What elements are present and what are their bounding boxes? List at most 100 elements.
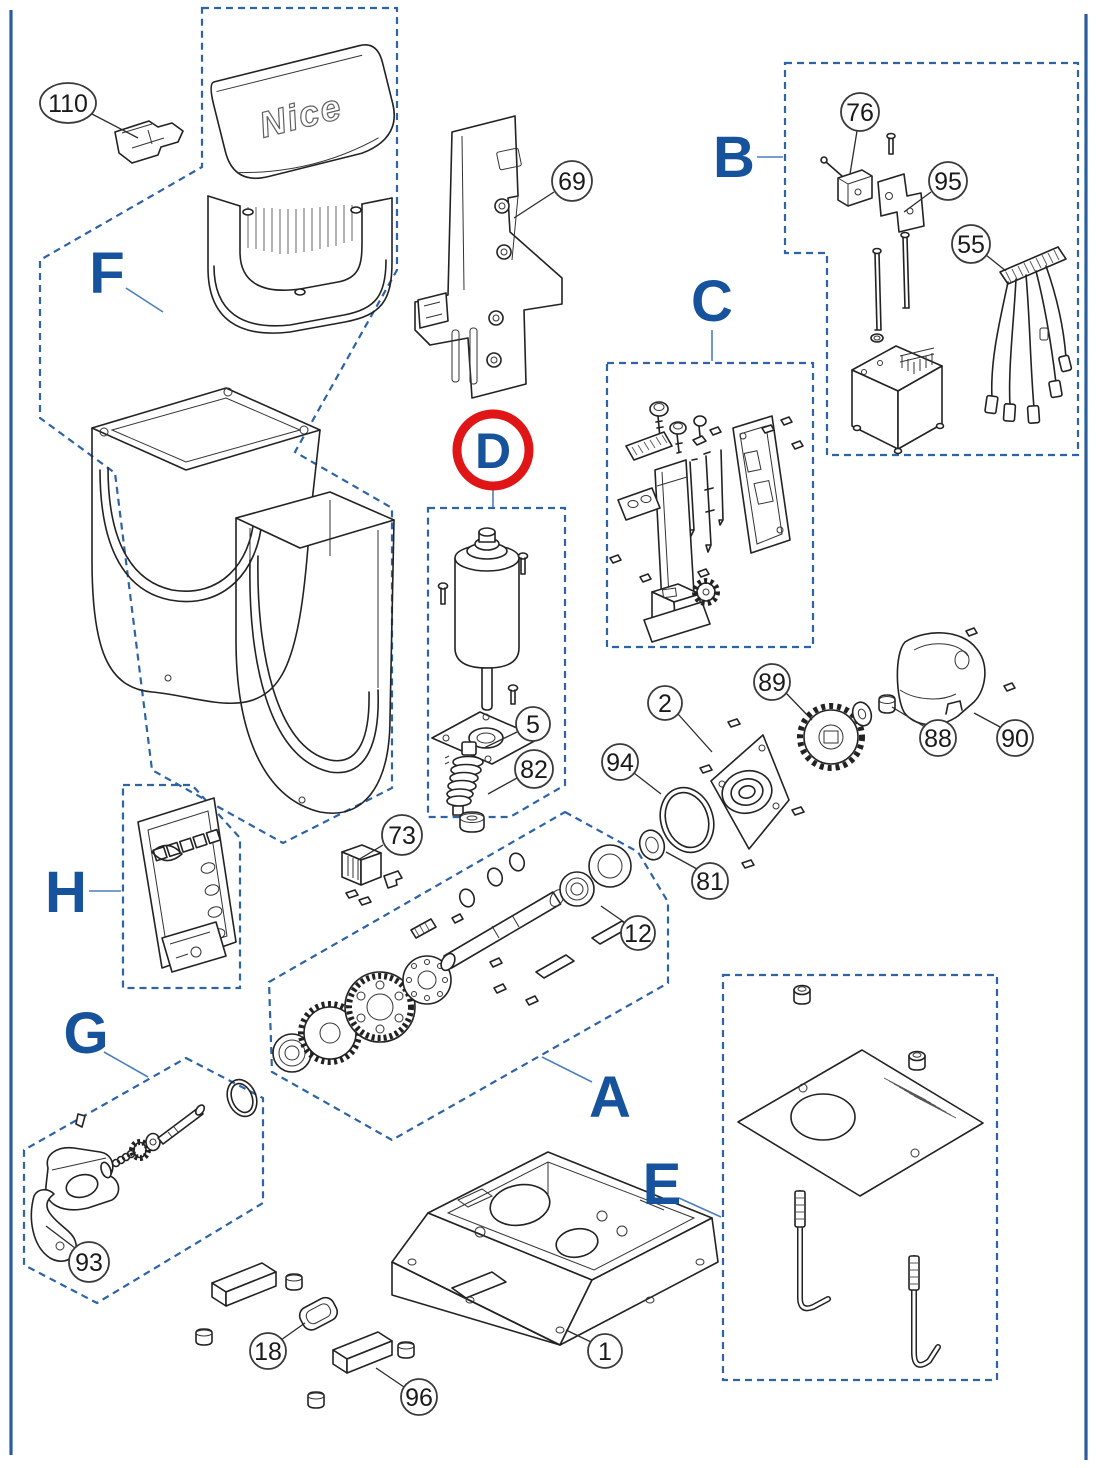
part-cap-nuts	[793, 984, 926, 1071]
group-box-D	[426, 506, 567, 819]
part-anchor-bolts	[794, 1190, 941, 1368]
callout-18: 18	[249, 1322, 306, 1370]
svg-text:90: 90	[1001, 725, 1029, 753]
part-95-bracket	[877, 173, 925, 233]
group-label-E: E	[643, 1152, 722, 1218]
part-5-worm-screw	[444, 741, 484, 816]
group-box-B	[783, 61, 1080, 457]
callout-96: 96	[375, 1367, 438, 1416]
callout-88: 88	[891, 706, 957, 757]
callout-73: 73	[357, 814, 423, 861]
callout-69: 69	[513, 160, 593, 219]
part-foundation-plate	[737, 1049, 984, 1197]
part-1-base-housing	[391, 1151, 719, 1346]
part-18-grommet	[298, 1296, 339, 1331]
callout-82: 82	[487, 749, 554, 795]
svg-text:2: 2	[658, 690, 672, 718]
callout-55: 55	[951, 224, 1007, 272]
callout-5: 5	[483, 706, 551, 749]
part-u-shroud	[207, 195, 393, 334]
group-letter-G: G	[63, 1001, 108, 1066]
svg-text:82: 82	[520, 756, 548, 784]
part-gear-train	[272, 844, 632, 1073]
group-box-F	[38, 6, 399, 845]
group-letter-H: H	[45, 860, 87, 925]
callout-81: 81	[665, 851, 729, 900]
group-labels: F B C D A E G H	[45, 125, 783, 1218]
part-key-bar-upper	[211, 1262, 277, 1307]
group-label-C: C	[691, 269, 733, 361]
part-82-cap	[459, 811, 485, 833]
part-rubber-caps	[195, 1273, 415, 1409]
svg-text:110: 110	[48, 90, 88, 118]
callout-90: 90	[973, 712, 1034, 757]
callout-95: 95	[903, 161, 968, 213]
part-69-bracket	[414, 115, 563, 399]
red-highlight-ring	[452, 409, 534, 491]
group-boxes	[22, 6, 1080, 1382]
callout-12: 12	[600, 905, 656, 951]
group-label-G: G	[63, 1001, 149, 1078]
group-letter-B: B	[713, 125, 755, 190]
part-73-terminal-block	[341, 844, 403, 906]
part-110-clip	[114, 120, 184, 164]
callout-110: 110	[39, 82, 139, 139]
svg-text:12: 12	[624, 920, 652, 948]
svg-text:88: 88	[924, 725, 952, 753]
group-letter-F: F	[89, 241, 124, 306]
part-release-mechanism	[45, 1078, 258, 1211]
group-letter-A: A	[589, 1065, 631, 1130]
svg-text:96: 96	[405, 1384, 433, 1412]
group-label-F: F	[89, 241, 164, 313]
callout-2: 2	[647, 685, 713, 753]
group-box-G	[22, 1056, 265, 1305]
page-borders	[9, 10, 1088, 1460]
part-screw-small-b	[886, 132, 896, 155]
part-96-key-bar-lower	[332, 1331, 393, 1374]
part-lid-cover: Nice	[210, 44, 395, 180]
part-89-gear	[797, 703, 865, 771]
callout-89: 89	[753, 663, 813, 721]
spring-pin	[410, 918, 437, 939]
svg-text:5: 5	[526, 711, 540, 739]
part-93-release-lever	[30, 1188, 77, 1262]
part-81-seal-ring	[638, 829, 666, 861]
svg-text:81: 81	[696, 868, 724, 896]
group-label-B: B	[713, 125, 783, 190]
svg-text:55: 55	[957, 231, 985, 259]
group-label-A: A	[541, 1056, 631, 1130]
part-55-wiring-harness	[984, 246, 1073, 424]
part-long-screws	[870, 231, 910, 343]
svg-text:95: 95	[934, 168, 962, 196]
part-94-oring	[659, 786, 715, 854]
callout-94: 94	[601, 743, 662, 795]
part-transformer	[851, 345, 945, 455]
part-88-washer-bolt	[851, 694, 896, 727]
group-label-H: H	[45, 860, 121, 925]
part-cover-shell-left	[91, 387, 321, 705]
part-motor	[437, 527, 529, 711]
group-letter-D: D	[475, 423, 511, 479]
svg-text:89: 89	[758, 669, 786, 697]
svg-text:69: 69	[558, 168, 586, 196]
group-c-small-parts	[609, 401, 804, 643]
svg-text:76: 76	[846, 99, 874, 127]
part-cover-shell-right	[235, 491, 395, 814]
callout-93: 93	[45, 1225, 110, 1283]
part-76-switch	[820, 156, 873, 207]
part-control-board	[137, 797, 237, 973]
svg-text:73: 73	[388, 822, 416, 850]
callout-76: 76	[840, 92, 880, 175]
group-box-C	[605, 361, 815, 649]
svg-text:18: 18	[254, 1338, 282, 1366]
group-label-D-highlighted: D	[452, 409, 534, 507]
callouts: 110 69 76 95 55 5 82	[39, 82, 1034, 1416]
callout-1: 1	[565, 1329, 623, 1369]
group-box-E	[721, 973, 999, 1382]
svg-text:93: 93	[75, 1249, 103, 1277]
svg-text:1: 1	[598, 1338, 612, 1366]
part-90-cover	[896, 627, 1016, 726]
group-letter-E: E	[643, 1152, 682, 1217]
